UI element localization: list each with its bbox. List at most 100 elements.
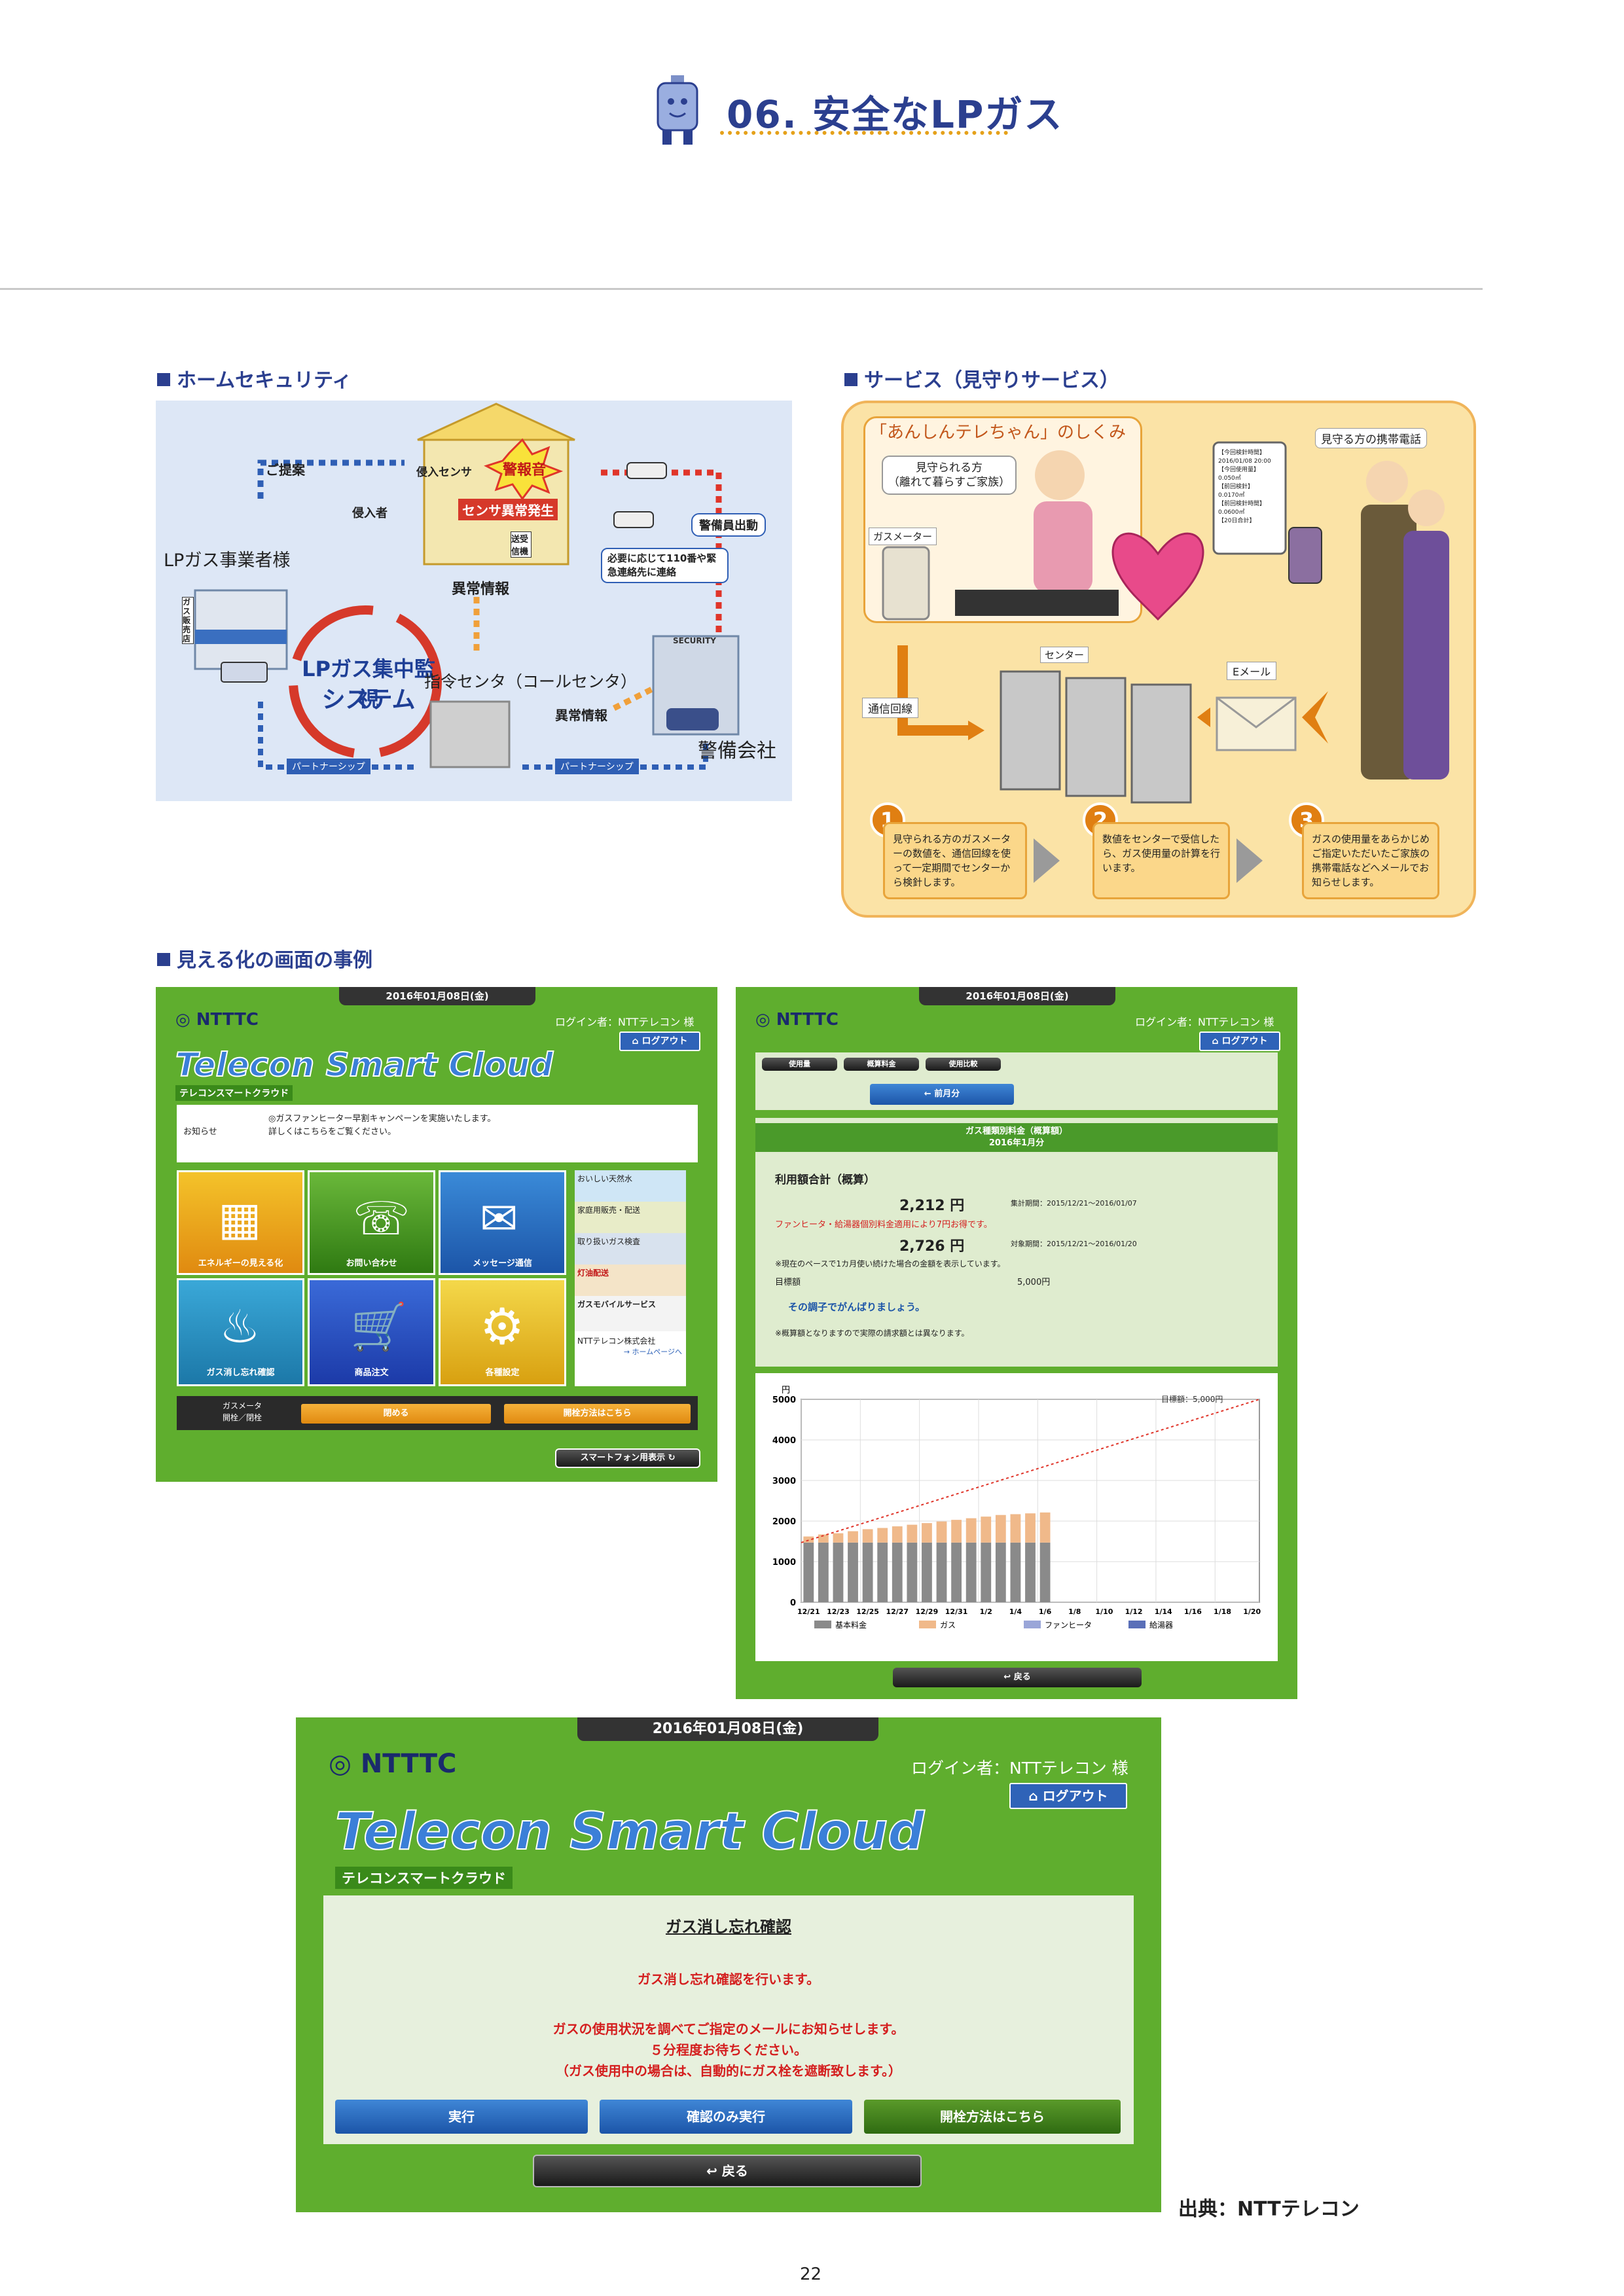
bar-segment (995, 1542, 1006, 1602)
back-button[interactable]: ↩ 戻る (893, 1668, 1142, 1687)
tile-message[interactable]: ✉メッセージ通信 (439, 1170, 566, 1275)
projection-note: ※現在のペースで1カ月使い続けた場合の金額を表示しています。 (775, 1259, 1005, 1268)
tile-order[interactable]: 🛒商品注文 (308, 1278, 435, 1386)
phone-label: 見守る方の携帯電話 (1315, 428, 1427, 448)
legend-swatch (1128, 1621, 1146, 1628)
bar-segment (862, 1529, 873, 1543)
brand-subtitle: テレコンスマートクラウド (175, 1085, 293, 1101)
homepage-link[interactable]: → ホームページへ (623, 1348, 682, 1356)
tile-gas-check[interactable]: ♨ガス消し忘れ確認 (177, 1278, 304, 1386)
label-dealer: LPガス事業者様 (164, 550, 291, 571)
legend-label: ファンヒータ (1045, 1621, 1092, 1630)
x-tick-label: 12/21 (797, 1607, 820, 1616)
label-abnormal-info: 異常情報 (452, 581, 510, 598)
gas-check-heading: ガス消し忘れ確認 (666, 1918, 791, 1936)
amount-projected: 2,726 円 (899, 1238, 965, 1255)
bar-segment (907, 1524, 918, 1543)
phone-icon: ☏ (353, 1192, 410, 1246)
target-label: 目標額 (775, 1278, 801, 1287)
bar-segment (818, 1534, 829, 1543)
step-box-1: 見守られる方のガスメーターの数値を、通信回線を使って一定期間でセンターから検針し… (883, 822, 1027, 899)
smartphone-view-button[interactable]: スマートフォン用表示 ↻ (555, 1448, 700, 1468)
execute-button[interactable]: 実行 (335, 2100, 588, 2134)
check-only-button[interactable]: 確認のみ実行 (600, 2100, 852, 2134)
target-value: 5,000円 (1017, 1278, 1051, 1287)
target-line-label: 目標額：5,000円 (1161, 1395, 1223, 1404)
label-abnormal-info-2: 異常情報 (555, 708, 607, 723)
step-box-2: 数値をセンターで受信したら、ガス使用量の計算を行います。 (1092, 822, 1230, 899)
section-service: サービス（見守りサービス） (844, 364, 1119, 393)
page-title: 06. 安全なLPガス (727, 92, 1064, 137)
tile-settings[interactable]: ⚙各種設定 (439, 1278, 566, 1386)
tab-usage[interactable]: 使用量 (762, 1058, 837, 1071)
bar-segment (965, 1518, 977, 1543)
bar-segment (936, 1542, 947, 1602)
watched-label: 見守られる方 （離れて暮らすご家族） (882, 456, 1017, 495)
login-user: ログイン者：NTTテレコン 様 (555, 1016, 695, 1028)
legend-label: ガス (940, 1621, 956, 1630)
x-tick-label: 1/6 (1039, 1607, 1052, 1616)
line-label: 通信回線 (862, 698, 918, 718)
legend-swatch (814, 1621, 831, 1628)
ntt-logo: ◎ NTTTC (175, 1010, 259, 1030)
label-proposal: ご提案 (266, 462, 305, 478)
open-method-button[interactable]: 開栓方法はこちら (504, 1404, 691, 1424)
label-gas-store: ガス販売店 (182, 597, 194, 644)
tab-compare[interactable]: 使用比較 (926, 1058, 1001, 1071)
gas-check-line2: ガスの使用状況を調べてご指定のメールにお知らせします。 (552, 2021, 905, 2037)
estimate-title: ガス種類別料金（概算額） 2016年1月分 (755, 1123, 1278, 1152)
meter-label: ガスメータ 開栓／閉栓 (223, 1401, 262, 1422)
tile-contact[interactable]: ☏お問い合わせ (308, 1170, 435, 1275)
y-tick-label: 5000 (772, 1395, 796, 1405)
notice-text[interactable]: ◎ガスファンヒーター早割キャンペーンを実施いたします。 詳しくはこちらをご覧くだ… (268, 1114, 496, 1137)
ad-kerosene[interactable]: 灯油配送 (575, 1265, 686, 1296)
logout-button[interactable]: ⌂ ログアウト (1009, 1783, 1127, 1809)
x-tick-label: 1/4 (1009, 1607, 1022, 1616)
ad-mobile[interactable]: ガスモバイルサービス (575, 1296, 686, 1331)
ntt-logo: ◎ NTTTC (755, 1010, 839, 1030)
ad-delivery[interactable]: 家庭用販売・配送 (575, 1202, 686, 1233)
y-tick-label: 1000 (772, 1558, 796, 1568)
x-tick-label: 1/2 (980, 1607, 992, 1616)
tile-energy[interactable]: ▦エネルギーの見える化 (177, 1170, 304, 1275)
close-valve-button[interactable]: 閉める (301, 1404, 491, 1424)
ad-water[interactable]: おいしい天然水 (575, 1170, 686, 1202)
back-button[interactable]: ↩ 戻る (533, 2155, 922, 2187)
bar-segment (1039, 1512, 1051, 1543)
previous-month-button[interactable]: ← 前月分 (870, 1084, 1014, 1105)
open-method-button[interactable]: 開栓方法はこちら (864, 2100, 1121, 2134)
ad-inspection[interactable]: 取り扱いガス検査 (575, 1233, 686, 1265)
gas-check-panel: ガス消し忘れ確認 ガス消し忘れ確認を行います。 ガスの使用状況を調べてご指定のメ… (323, 1895, 1134, 2144)
notice-panel: お知らせ ◎ガスファンヒーター早割キャンペーンを実施いたします。 詳しくはこちら… (177, 1105, 698, 1162)
x-tick-label: 1/8 (1068, 1607, 1081, 1616)
divider (0, 288, 1483, 290)
label-sensor-alert: センサ異常発生 (458, 499, 558, 520)
date-tab: 2016年01月08日(金) (919, 987, 1115, 1005)
logout-button[interactable]: ⌂ ログアウト (1199, 1031, 1280, 1051)
gas-check-line1: ガス消し忘れ確認を行います。 (638, 1971, 820, 1987)
side-ads: おいしい天然水 家庭用販売・配送 取り扱いガス検査 灯油配送 ガスモバイルサービ… (575, 1170, 686, 1386)
bar-segment (936, 1521, 947, 1543)
center-label: センター (1040, 647, 1089, 663)
mail-icon: ✉ (480, 1192, 518, 1246)
x-tick-label: 12/29 (916, 1607, 939, 1616)
bar-segment (981, 1516, 992, 1543)
bar-segment (833, 1542, 844, 1602)
x-tick-label: 1/14 (1155, 1607, 1172, 1616)
x-tick-label: 12/31 (945, 1607, 968, 1616)
label-partnership-1: パートナーシップ (287, 759, 370, 774)
bar-segment (965, 1542, 977, 1602)
period-current: 集計期間：2015/12/21～2016/01/07 (1011, 1199, 1137, 1208)
y-tick-label: 4000 (772, 1436, 796, 1446)
source-credit: 出典：NTTテレコン (1178, 2198, 1360, 2221)
login-user: ログイン者：NTTテレコン 様 (1135, 1016, 1274, 1028)
legend-label: 給湯器 (1149, 1621, 1173, 1630)
tab-estimate[interactable]: 概算料金 (844, 1058, 919, 1071)
label-intruder: 侵入者 (352, 507, 388, 520)
section-visualization: 見える化の画面の事例 (157, 944, 372, 973)
label-partnership-2: パートナーシップ (555, 759, 639, 774)
date-tab: 2016年01月08日(金) (339, 987, 535, 1005)
logout-button[interactable]: ⌂ ログアウト (619, 1031, 700, 1051)
